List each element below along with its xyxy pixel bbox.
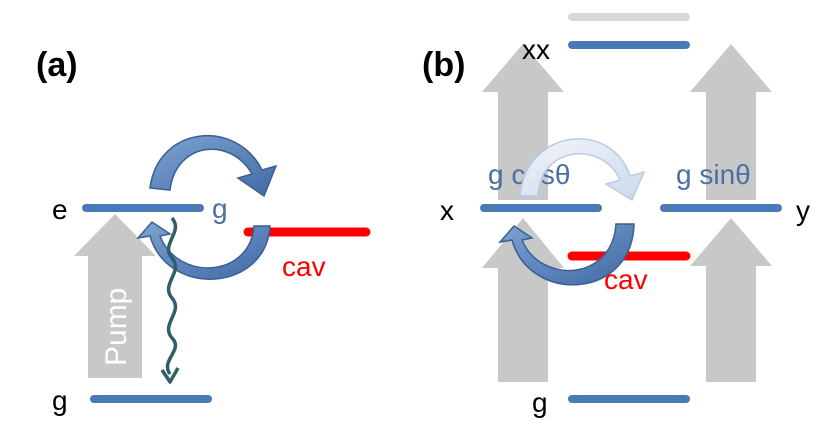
coupling-arrow-lower-b xyxy=(498,223,635,286)
pump-arrow-g-to-y xyxy=(690,218,772,382)
panel-a: (a) Pump e g g cav xyxy=(36,46,371,416)
ground-label-b: g xyxy=(532,387,548,418)
coupling-arrow-upper-faint xyxy=(519,138,646,202)
cavity-label: cav xyxy=(282,251,326,282)
coupling-arrow-upper xyxy=(149,135,278,198)
y-state-label: y xyxy=(796,195,810,226)
excited-label: e xyxy=(52,194,68,225)
pump-arrow-y-to-xx xyxy=(690,44,772,200)
panel-a-label: (a) xyxy=(36,46,78,84)
emission-arrowhead-icon xyxy=(160,367,180,384)
panel-b-label: (b) xyxy=(422,46,465,84)
panel-b: (b) xx x y g g cosθ g sinθ cav xyxy=(422,13,810,418)
coupling-label: g xyxy=(212,193,228,224)
pump-arrow-g-to-x xyxy=(482,218,564,382)
x-state-label: x xyxy=(440,195,454,226)
pump-label: Pump xyxy=(100,288,133,366)
biexciton-label: xx xyxy=(522,34,550,65)
coupling-sin-label: g sinθ xyxy=(676,159,751,190)
pump-arrow xyxy=(74,214,156,378)
spontaneous-emission-wave xyxy=(165,216,178,376)
coupling-arrow-lower xyxy=(136,221,271,280)
ground-label: g xyxy=(52,385,68,416)
